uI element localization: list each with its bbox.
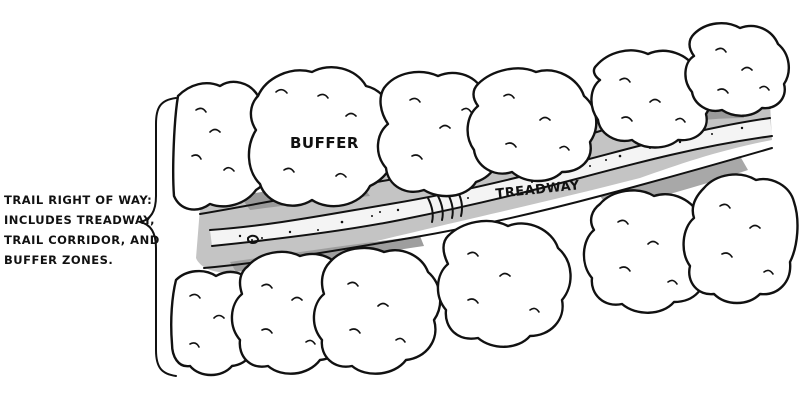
bush [466, 67, 598, 183]
bush [590, 49, 713, 149]
bush-texture-lower [189, 203, 774, 348]
bush [682, 173, 799, 305]
buffer-label: BUFFER [290, 134, 359, 152]
rock [247, 234, 259, 244]
bush [436, 219, 572, 348]
caption-line: TRAIL CORRIDOR, AND [4, 233, 160, 247]
buffer-bushes-lower [170, 173, 799, 377]
caption: TRAIL RIGHT OF WAY: INCLUDES TREADWAY, T… [4, 193, 160, 267]
buffer-bushes-upper [172, 22, 790, 211]
bush [684, 22, 790, 117]
caption-line: BUFFER ZONES. [4, 253, 113, 267]
bush [376, 70, 503, 198]
caption-line: TRAIL RIGHT OF WAY: [4, 193, 152, 207]
right-of-way-brace [139, 97, 177, 377]
bush [312, 246, 442, 375]
gravel-dots [238, 126, 744, 241]
bush-texture-upper [191, 47, 770, 178]
bush [582, 189, 713, 314]
caption-line: INCLUDES TREADWAY, [4, 213, 155, 227]
bush [247, 65, 397, 208]
